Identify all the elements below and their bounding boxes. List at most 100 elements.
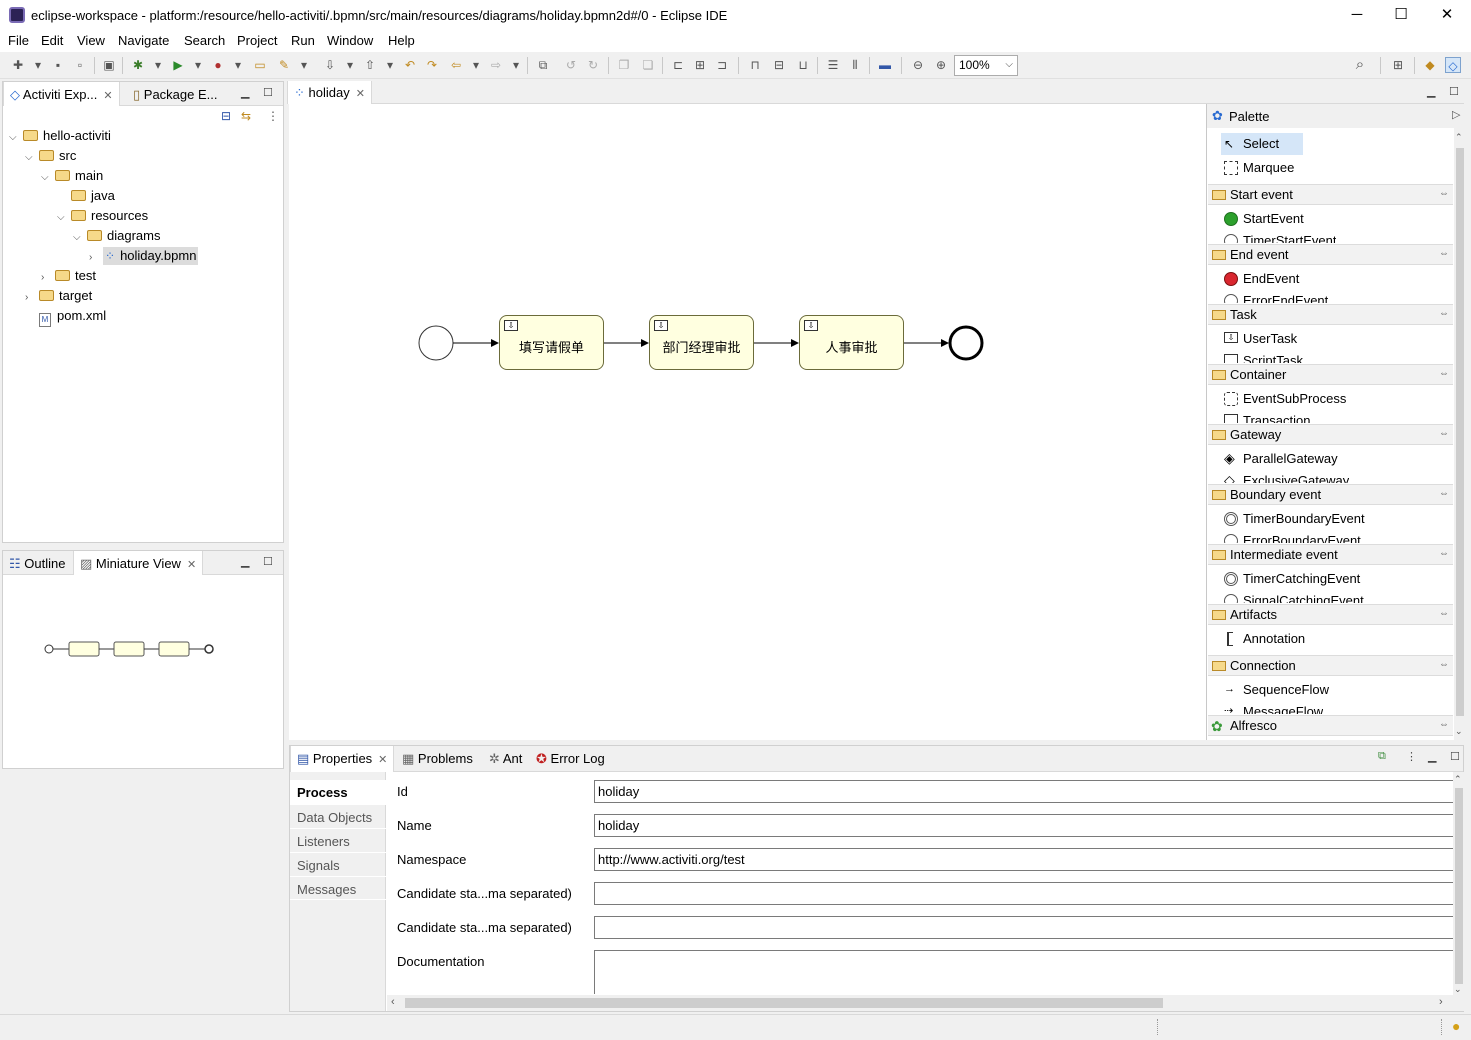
zoom-in-icon[interactable]: ⊕: [935, 58, 947, 72]
close-icon[interactable]: ✕: [186, 559, 197, 571]
palette-tool-select[interactable]: ↖Select: [1221, 133, 1303, 155]
palette-group-boundary-event[interactable]: Boundary event⇔: [1208, 484, 1453, 505]
candidate-starter-groups-field[interactable]: [594, 916, 1460, 939]
minimize-icon[interactable]: ▁: [241, 556, 250, 568]
export-icon[interactable]: ⧉: [538, 58, 548, 72]
pin-icon[interactable]: ⇔: [1439, 188, 1449, 199]
save-icon[interactable]: ▪: [55, 58, 61, 72]
collapse-all-icon[interactable]: ⊟: [221, 109, 232, 123]
maximize-icon[interactable]: ☐: [1449, 86, 1459, 98]
pin-icon[interactable]: ⇔: [1439, 368, 1449, 379]
open-type-icon[interactable]: ✎: [278, 58, 290, 72]
scroll-down-icon[interactable]: ⌄: [1455, 726, 1463, 736]
menu-window[interactable]: Window: [327, 33, 374, 48]
user-task[interactable]: ⇩ 填写请假单: [499, 315, 604, 370]
hide-palette-icon[interactable]: ▷: [1452, 109, 1461, 121]
horizontal-scrollbar[interactable]: ‹ ›: [387, 995, 1453, 1011]
user-task[interactable]: ⇩ 人事审批: [799, 315, 904, 370]
back-icon[interactable]: ⇦: [450, 58, 462, 72]
align-left-icon[interactable]: ⊏: [672, 58, 684, 72]
pin-icon[interactable]: ⇔: [1439, 308, 1449, 319]
palette-item-timer-boundary-event[interactable]: TimerBoundaryEvent: [1221, 508, 1365, 530]
menu-view[interactable]: View: [77, 33, 105, 48]
tab-properties[interactable]: ▤ Properties✕: [290, 746, 395, 772]
copy-icon[interactable]: ❐: [618, 58, 630, 72]
pin-icon[interactable]: ⇔: [1439, 659, 1449, 670]
pin-icon[interactable]: ⇔: [1439, 608, 1449, 619]
menu-project[interactable]: Project: [237, 33, 278, 48]
palette-group-intermediate-event[interactable]: Intermediate event⇔: [1208, 544, 1453, 565]
tab-activiti-explorer[interactable]: ◇ Activiti Exp...✕: [3, 82, 120, 106]
menu-search[interactable]: Search: [184, 33, 226, 48]
tree-item-main[interactable]: ⌵main: [41, 168, 103, 188]
next-annotation-icon[interactable]: ⇩: [324, 58, 336, 72]
close-icon[interactable]: ✕: [378, 754, 388, 766]
save-all-icon[interactable]: ▫: [77, 58, 83, 72]
section-listeners[interactable]: Listeners: [290, 828, 386, 852]
start-event[interactable]: [418, 325, 454, 361]
user-task[interactable]: ⇩ 部门经理审批: [649, 315, 754, 370]
maximize-icon[interactable]: ☐: [263, 556, 273, 568]
palette-item-partial[interactable]: ◇ExclusiveGateway: [1221, 470, 1349, 483]
palette-tool-marquee[interactable]: Marquee: [1221, 157, 1294, 179]
menu-navigate[interactable]: Navigate: [118, 33, 170, 48]
palette-group-task[interactable]: Task⇔: [1208, 304, 1453, 325]
open-perspective-icon[interactable]: ⊞: [1392, 58, 1404, 72]
java-perspective-icon[interactable]: ◆: [1425, 58, 1435, 72]
view-menu-icon[interactable]: ⋮: [1406, 751, 1417, 763]
palette-scrollbar[interactable]: ⌃ ⌄: [1454, 128, 1465, 740]
last-edit-icon[interactable]: ↶: [404, 58, 416, 72]
id-field[interactable]: holiday: [594, 780, 1460, 803]
tab-miniature-view[interactable]: ▨ Miniature View✕: [73, 551, 204, 575]
palette-item-partial[interactable]: ScriptTask: [1221, 350, 1303, 363]
candidate-starter-users-field[interactable]: [594, 882, 1460, 905]
align-bottom-icon[interactable]: ⊔: [798, 58, 808, 72]
scroll-up-icon[interactable]: ⌃: [1455, 132, 1463, 142]
close-icon[interactable]: ✕: [355, 88, 365, 100]
search-icon[interactable]: ⌕: [1355, 56, 1365, 73]
palette-item-end-event[interactable]: EndEvent: [1221, 268, 1299, 290]
prev-annotation-icon[interactable]: ⇧: [364, 58, 376, 72]
documentation-field[interactable]: [594, 950, 1460, 994]
align-middle-icon[interactable]: ⊟: [773, 58, 785, 72]
terminal-icon[interactable]: ▣: [103, 58, 115, 72]
tree-item-java[interactable]: java: [57, 188, 115, 208]
pin-view-icon[interactable]: ⧉: [1378, 750, 1386, 762]
palette-item-event-subprocess[interactable]: EventSubProcess: [1221, 388, 1346, 410]
minimize-icon[interactable]: ▁: [241, 87, 250, 99]
align-right-icon[interactable]: ⊐: [716, 58, 728, 72]
run-icon[interactable]: ▶: [173, 58, 183, 72]
undo-icon[interactable]: ↺: [565, 58, 577, 72]
tree-item-target[interactable]: ›target: [25, 288, 92, 308]
dropdown-arrow-icon[interactable]: ▾: [194, 58, 202, 72]
palette-item-partial[interactable]: Transaction: [1221, 410, 1310, 423]
align-top-icon[interactable]: ⊓: [750, 58, 760, 72]
palette-item-partial[interactable]: ⇢MessageFlow: [1221, 701, 1323, 714]
palette-item-partial[interactable]: ErrorBoundaryEvent: [1221, 530, 1361, 543]
forward-edit-icon[interactable]: ↷: [426, 58, 438, 72]
diagram-canvas[interactable]: ⇩ 填写请假单 ⇩ 部门经理审批 ⇩ 人事审批: [289, 104, 1206, 740]
palette-item-annotation[interactable]: Annotation: [1221, 628, 1305, 650]
palette-item-partial[interactable]: SignalCatchingEvent: [1221, 590, 1364, 603]
palette-item-timer-catching-event[interactable]: TimerCatchingEvent: [1221, 568, 1360, 590]
pin-icon[interactable]: ⇔: [1439, 248, 1449, 259]
dropdown-arrow-icon[interactable]: ▾: [346, 58, 354, 72]
tab-outline[interactable]: ☷ Outline: [3, 551, 71, 575]
maximize-button[interactable]: ☐: [1394, 6, 1408, 23]
tab-package-explorer[interactable]: ▯ Package E...: [127, 82, 224, 106]
new-icon[interactable]: ✚: [12, 58, 24, 72]
minimize-icon[interactable]: ▁: [1427, 86, 1436, 98]
tree-item-hello-activiti[interactable]: ⌵hello-activiti: [9, 128, 111, 148]
tab-holiday[interactable]: ⁘ holiday✕: [287, 81, 372, 104]
scroll-thumb[interactable]: [1455, 788, 1463, 984]
minimize-icon[interactable]: ▁: [1428, 751, 1437, 763]
palette-group-end-event[interactable]: End event⇔: [1208, 244, 1453, 265]
tab-ant[interactable]: ✲ Ant: [483, 746, 528, 770]
dropdown-arrow-icon[interactable]: ▾: [154, 58, 162, 72]
palette-group-container[interactable]: Container⇔: [1208, 364, 1453, 385]
paste-icon[interactable]: ❏: [642, 58, 654, 72]
dropdown-arrow-icon[interactable]: ▾: [512, 58, 520, 72]
scroll-left-icon[interactable]: ‹: [391, 996, 395, 1008]
close-button[interactable]: ✕: [1440, 6, 1454, 23]
